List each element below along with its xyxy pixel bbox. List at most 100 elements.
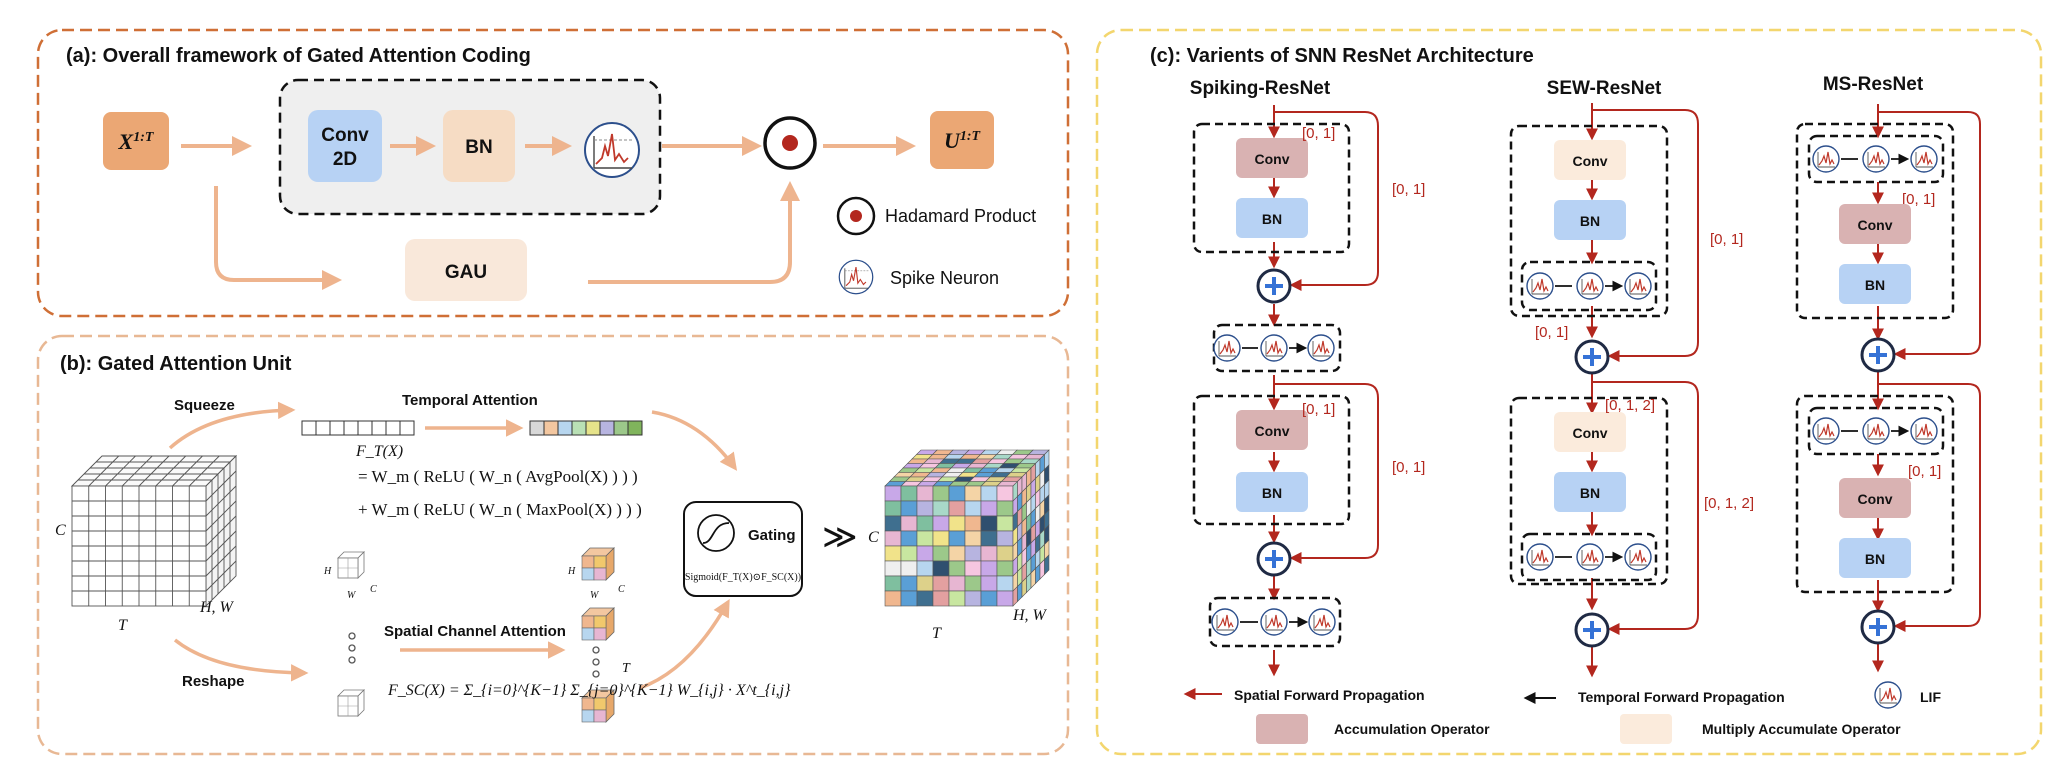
temporal-weight-cell — [571, 420, 587, 436]
spiking-bn-1: BN — [1262, 211, 1282, 227]
output-cube-label-hw: H, W — [1012, 607, 1048, 624]
legend-lif-icon — [1874, 681, 1902, 709]
cube-front-cell — [884, 530, 902, 547]
ms-conv-2: Conv — [1858, 491, 1893, 507]
cube-front-cell — [996, 590, 1014, 607]
panel-c-frame — [1095, 28, 2043, 756]
small-cube-dots — [348, 632, 356, 664]
panel-a-frame — [36, 28, 1070, 318]
cube-label-c: C — [55, 522, 66, 539]
cube-label-hw: H, W — [199, 599, 235, 616]
temporal-weight-cell — [599, 420, 615, 436]
sew-conv-2: Conv — [1573, 425, 1608, 441]
sew-resnet: Conv BN [0, 1] [0, 1] Conv BN [0, 1, 2] … — [1509, 103, 1754, 678]
cube-front-cell — [948, 530, 966, 547]
temporal-weight-cell — [543, 420, 559, 436]
color-cube-h: H — [567, 566, 576, 577]
cube-front-cell — [948, 515, 966, 532]
spiking-range-c: [0, 1] — [1302, 401, 1335, 418]
cube-front-cell — [980, 530, 998, 547]
cube-front-cell — [996, 575, 1014, 592]
ms-bn-1: BN — [1865, 277, 1885, 293]
legend-spike-label: Spike Neuron — [890, 268, 999, 288]
color-cube-w: W — [590, 590, 600, 601]
panel-c-title: (c): Varients of SNN ResNet Architecture — [1150, 45, 1534, 67]
ms-resnet: [0, 1] Conv BN [0, 1] Conv BN — [1795, 104, 1981, 673]
legend-hadamard-dot — [850, 210, 862, 222]
cube-front-cell — [900, 575, 918, 592]
cube-front-cell — [996, 500, 1014, 517]
temporal-empty-vector — [301, 420, 415, 436]
color-cube-c: C — [618, 584, 625, 595]
panel-a-arrows — [181, 136, 916, 290]
ms-conv-1: Conv — [1858, 217, 1893, 233]
cube-front-cell — [916, 530, 934, 547]
small-cube-bottom — [337, 689, 365, 717]
panel-b-frame — [36, 334, 1070, 756]
spiking-bn-2: BN — [1262, 485, 1282, 501]
legend-hadamard-label: Hadamard Product — [885, 206, 1036, 226]
legend-acc-swatch — [1256, 714, 1308, 744]
cube-front-cell — [948, 590, 966, 607]
cube-front-cell — [980, 515, 998, 532]
legend-spike-icon — [838, 259, 874, 295]
conv2d-label-2d: 2D — [333, 149, 357, 170]
cube-front-cell — [932, 575, 950, 592]
gau-box — [405, 239, 527, 301]
cube-label-t: T — [118, 617, 128, 634]
cube-front-cell — [900, 590, 918, 607]
temporal-weight-cell — [557, 420, 573, 436]
eq-ft: F_T(X) — [355, 443, 403, 460]
cube-front-cell — [948, 545, 966, 562]
ms-plus-1 — [1860, 337, 1896, 373]
cube-front-cell — [964, 590, 982, 607]
cube-front-cell — [884, 545, 902, 562]
hadamard-dot — [782, 135, 798, 151]
cube-front-cell — [996, 560, 1014, 577]
temporal-weight-cell — [529, 420, 545, 436]
small-cube-top — [337, 551, 365, 579]
bn-box-a — [443, 110, 515, 182]
sew-bn-1: BN — [1580, 213, 1600, 229]
ms-plus-2 — [1860, 609, 1896, 645]
cube-front-cell — [964, 560, 982, 577]
small-cube-h: H — [323, 566, 332, 577]
much-greater-symbol: ≫ — [822, 518, 858, 556]
cube-front-cell — [948, 500, 966, 517]
sew-range-c: [0, 1, 2] — [1605, 397, 1655, 414]
spiking-conv-2: Conv — [1255, 423, 1290, 439]
conv2d-label: Conv — [321, 125, 369, 146]
gating-formula: Sigmoid(F_T(X)⊙F_SC(X)) — [685, 572, 801, 583]
cube-front-cell — [964, 515, 982, 532]
small-cube-w: W — [347, 590, 357, 601]
cube-front-cell — [900, 485, 918, 502]
cube-front-cell — [980, 575, 998, 592]
cube-front-cell — [916, 500, 934, 517]
temporal-weight-cell — [585, 420, 601, 436]
output-u-box — [930, 111, 994, 169]
cube-front-cell — [980, 560, 998, 577]
eq-fsc: F_SC(X) = Σ_{i=0}^{K−1} Σ_{j=0}^{K−1} W_… — [387, 682, 791, 699]
spiking-range-b: [0, 1] — [1392, 181, 1425, 198]
ms-bn-2: BN — [1865, 551, 1885, 567]
eq-ft-line2: + W_m ( ReLU ( W_n ( MaxPool(X) ) ) ) — [358, 500, 642, 519]
legend-lif-label: LIF — [1920, 689, 1941, 705]
spatial-channel-attention-label: Spatial Channel Attention — [384, 623, 566, 640]
cube-front-cell — [900, 545, 918, 562]
cube-front-cell — [932, 500, 950, 517]
cube-front-cell — [932, 590, 950, 607]
cube-front-cell — [932, 485, 950, 502]
cube-front-cell — [884, 590, 902, 607]
output-attention-cube — [884, 449, 1050, 607]
cube-front-cell — [916, 545, 934, 562]
sew-range-a: [0, 1] — [1710, 231, 1743, 248]
squeeze-label: Squeeze — [174, 397, 235, 414]
cube-front-cell — [884, 500, 902, 517]
cube-front-cell — [884, 575, 902, 592]
cube-front-cell — [916, 560, 934, 577]
panel-b-flow-arrows — [168, 401, 738, 690]
bn-label-a: BN — [465, 137, 492, 158]
color-cube-t: T — [622, 661, 631, 676]
color-cube-dots — [592, 646, 600, 678]
